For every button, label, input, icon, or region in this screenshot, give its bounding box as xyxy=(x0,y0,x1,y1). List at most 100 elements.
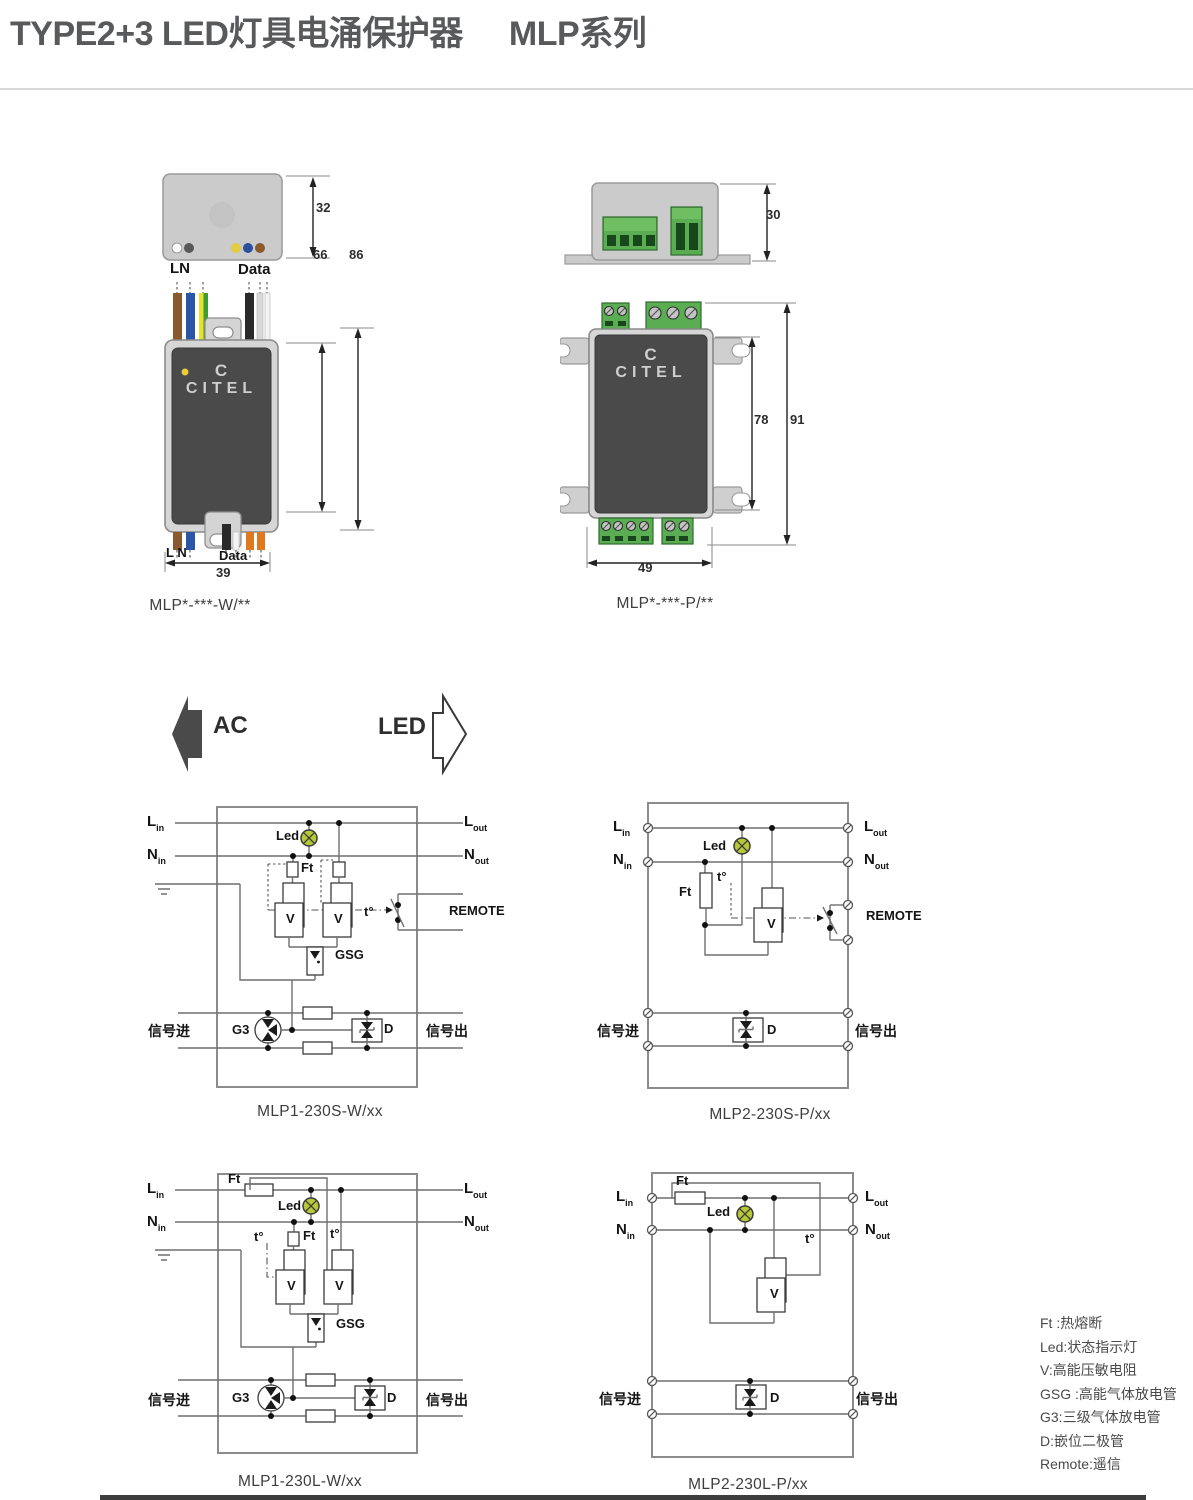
label-ft: Ft xyxy=(679,884,692,899)
varistor-v xyxy=(756,1198,787,1313)
label-signal-in: 信号进 xyxy=(148,1392,190,1408)
label-n-in: Nin xyxy=(147,1213,166,1233)
wire-blue xyxy=(186,532,195,550)
dim-label-39: 39 xyxy=(216,565,231,580)
screw-terminals xyxy=(646,1192,859,1236)
g3-tube-icon xyxy=(254,1010,282,1051)
fuse-ft-series xyxy=(674,1191,706,1205)
label-led: Led xyxy=(276,828,300,843)
citel-c-icon: C xyxy=(644,345,658,364)
label-v1: V xyxy=(286,911,295,926)
w-top-wires xyxy=(173,282,271,349)
citel-wordmark: CITEL xyxy=(185,380,258,397)
w-dim-66 xyxy=(286,342,336,513)
label-l-in: Lin xyxy=(147,1180,165,1200)
remote-switch xyxy=(822,899,854,946)
label-g3: G3 xyxy=(232,1022,250,1037)
led-lamp-icon xyxy=(302,1190,320,1222)
label-n-in: Nin xyxy=(616,1221,635,1241)
label-data-top: Data xyxy=(238,261,271,278)
wire-lightgray xyxy=(256,292,264,341)
resistor xyxy=(302,1006,333,1020)
label-signal-in: 信号进 xyxy=(148,1023,190,1039)
p-dim-49 xyxy=(586,527,713,568)
dim-label-78: 78 xyxy=(754,412,769,427)
symbol-legend: Ft :热熔断 Led:状态指示灯 V:高能压敏电阻 GSG :高能气体放电管 … xyxy=(1040,1312,1177,1477)
w-body xyxy=(164,339,279,533)
resistor xyxy=(305,1409,336,1423)
header-divider xyxy=(0,88,1193,90)
label-l-out: Lout xyxy=(464,1180,488,1200)
label-ft-mid: Ft xyxy=(303,1228,316,1243)
label-ft-series: Ft xyxy=(228,1171,241,1186)
label-n-in: Nin xyxy=(147,846,166,866)
p-mount-ears xyxy=(560,337,751,514)
label-t: t° xyxy=(805,1231,815,1246)
label-v2: V xyxy=(334,911,343,926)
w-dim-39 xyxy=(164,552,271,572)
legend-item: Led:状态指示灯 xyxy=(1040,1338,1138,1355)
dim-label-86: 86 xyxy=(349,247,364,262)
product-w-drawing xyxy=(162,173,374,572)
terminal-block-2pin xyxy=(670,206,703,256)
label-led: Led xyxy=(278,1198,302,1213)
label-l-in: Lin xyxy=(147,813,165,833)
citel-logo: C CITEL xyxy=(172,362,271,398)
dim-label-91: 91 xyxy=(790,412,805,427)
gsg-tube-icon xyxy=(306,946,324,976)
caption-circuit-2: MLP2-230S-P/xx xyxy=(709,1106,831,1123)
screw-terminals-signal xyxy=(646,1375,859,1420)
label-remote: REMOTE xyxy=(449,903,505,918)
wire-black xyxy=(245,293,254,340)
indicator-dot-gray xyxy=(184,243,194,253)
caption-product-p: MLP*-***-P/** xyxy=(616,595,714,612)
led-lamp-icon xyxy=(736,1198,754,1230)
label-ln-bottom: L N xyxy=(166,545,187,560)
label-v1: V xyxy=(287,1278,296,1293)
label-l-out: Lout xyxy=(865,1188,889,1208)
ground-icon xyxy=(155,1249,241,1261)
wire-brown xyxy=(173,532,182,550)
w-top-view xyxy=(162,173,283,261)
led-lamp-icon xyxy=(300,823,318,856)
fuse-ft-series xyxy=(244,1183,274,1197)
label-v: V xyxy=(767,916,776,931)
led-lamp-icon xyxy=(733,828,751,925)
circuit-mlp2-230s-p xyxy=(642,802,854,1089)
caption-circuit-1: MLP1-230S-W/xx xyxy=(257,1103,383,1120)
remote-switch xyxy=(390,893,463,931)
label-signal-out: 信号出 xyxy=(855,1023,897,1039)
label-n-out: Nout xyxy=(865,1221,890,1241)
citel-logo: C CITEL xyxy=(595,346,707,382)
circuit-mlp1-230s-w xyxy=(155,806,463,1088)
fuse-2 xyxy=(332,823,346,883)
label-gsg: GSG xyxy=(336,1316,365,1331)
diode-d-icon xyxy=(351,1010,383,1051)
citel-c-icon: C xyxy=(214,361,229,380)
label-led: Led xyxy=(707,1204,731,1219)
label-led: LED xyxy=(378,713,426,740)
label-g3: G3 xyxy=(232,1390,250,1405)
wire-orange xyxy=(246,532,254,550)
citel-wordmark: CITEL xyxy=(615,364,687,381)
wire-brown xyxy=(173,293,182,340)
w-dim-86 xyxy=(340,327,374,531)
label-n-out: Nout xyxy=(464,846,489,866)
legend-item: Ft :热熔断 xyxy=(1040,1315,1103,1331)
p-bottom-terminals xyxy=(598,517,694,545)
p-top-terminals xyxy=(601,301,702,330)
indicator-dot-brown xyxy=(255,243,265,253)
p-top-view xyxy=(564,182,751,265)
label-gsg: GSG xyxy=(335,947,364,962)
legend-item: V:高能压敏电阻 xyxy=(1040,1362,1137,1378)
dim-label-32: 32 xyxy=(316,200,331,215)
ground-icon xyxy=(155,883,240,895)
wire-white xyxy=(264,292,271,341)
diode-d-icon xyxy=(732,1010,764,1049)
w-bottom-wires xyxy=(173,511,265,560)
label-t: t° xyxy=(364,904,374,919)
label-t-right: t° xyxy=(330,1226,340,1241)
label-remote: REMOTE xyxy=(866,908,922,923)
legend-item: G3:三级气体放电管 xyxy=(1040,1409,1161,1425)
